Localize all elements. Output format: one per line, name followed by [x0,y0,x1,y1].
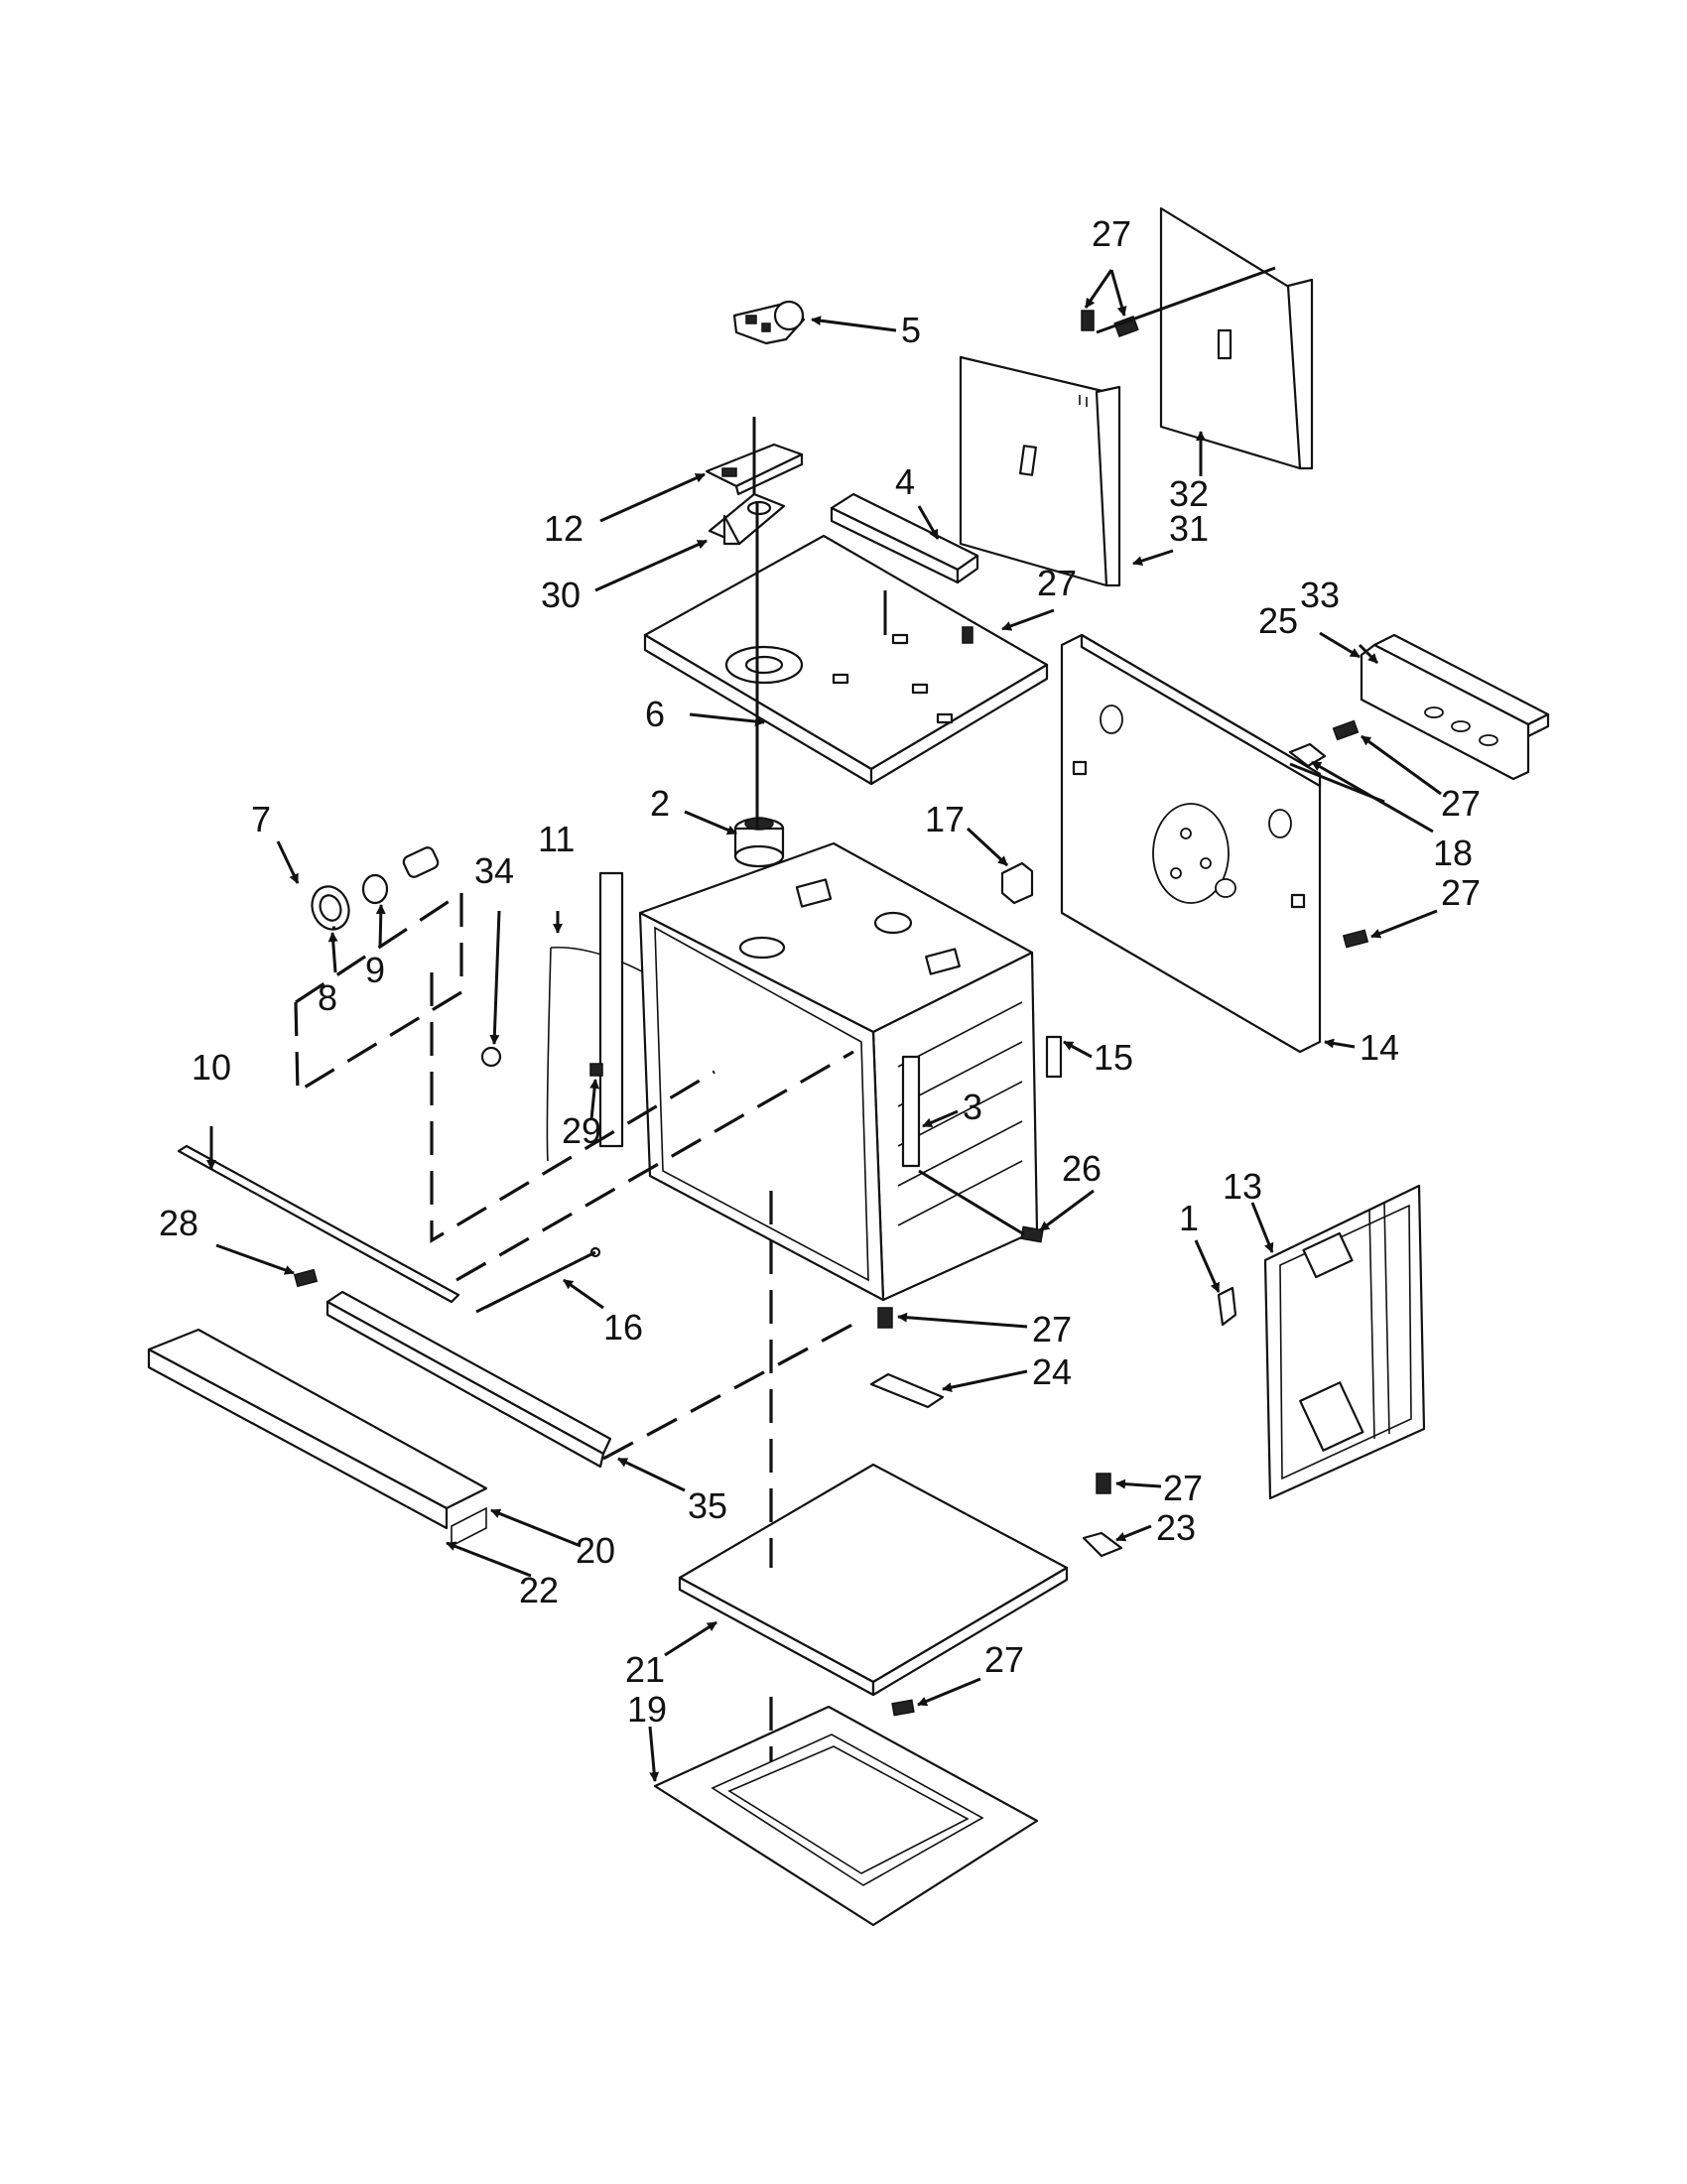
part-2-blower-motor [733,817,785,868]
oven-cavity [598,841,1039,1302]
part-19-bottom-pan [653,1705,1039,1927]
callout-16: 16 [603,1307,643,1348]
callout-26: 26 [1062,1148,1102,1189]
callout-1: 1 [1179,1198,1199,1238]
callout-27: 27 [1092,213,1131,254]
part-23-bracket [1082,1531,1123,1558]
part-3-side-bracket [901,1055,921,1168]
part-34-grommet [480,1046,502,1068]
part-15-hinge [1045,1035,1063,1079]
part-27-screw-lower-right [1096,1473,1111,1494]
callout-33: 33 [1300,575,1340,615]
part-31-rear-shield [959,355,1121,587]
callout-leaders [206,269,1442,1782]
callout-17: 17 [925,799,965,839]
callout-27: 27 [1441,783,1481,824]
callout-28: 28 [159,1203,198,1243]
callout-19: 19 [627,1689,667,1730]
callout-32: 32 [1169,473,1209,514]
callout-27: 27 [1163,1468,1203,1508]
callout-3: 3 [963,1087,982,1127]
part-20-vent-trim [147,1328,488,1530]
callout-11: 11 [538,819,575,859]
callout-30: 30 [541,575,581,615]
callout-7: 7 [251,799,271,839]
part-27-screw-top [1081,310,1139,337]
part-7-light-assembly [311,846,440,931]
callout-34: 34 [474,850,514,891]
callout-labels: 27 5 4 12 32 31 30 27 33 25 6 27 18 2 17… [159,213,1481,1730]
part-25-bracket [1360,643,1530,781]
callout-6: 6 [645,694,665,734]
assembly-guide-lines [294,266,1385,1761]
callout-8: 8 [318,977,337,1018]
part-6-oven-top-plate [643,534,1049,786]
callout-35: 35 [688,1485,727,1526]
callout-31: 31 [1169,508,1209,549]
part-27-screw-right-1 [1332,719,1360,741]
part-27-screw-mid [877,1307,893,1329]
callout-2: 2 [650,783,670,824]
callout-13: 13 [1223,1166,1262,1207]
callout-12: 12 [544,508,584,549]
part-13-side-panel [1263,1184,1426,1500]
part-21-bottom-plate [678,1463,1069,1697]
callout-25: 25 [1258,600,1298,641]
part-28-screw [293,1268,319,1288]
part-14-rear-wall [1060,633,1322,1054]
callout-9: 9 [365,950,385,990]
part-5-control-relay [732,300,806,345]
part-30-blower-mount [708,492,786,546]
callout-24: 24 [1032,1351,1072,1392]
part-32-rear-panel [1159,206,1314,470]
callout-10: 10 [192,1047,231,1088]
callout-29: 29 [562,1110,601,1151]
part-22-trim-cover [451,1506,487,1548]
part-27-screw-bottom [891,1699,915,1717]
callout-18: 18 [1433,833,1473,873]
part-17-clip [1000,861,1034,905]
part-27-screw-right-2 [1342,929,1369,949]
callout-27: 27 [1441,872,1481,913]
callout-20: 20 [576,1530,615,1571]
part-35-vent-rail [325,1290,612,1469]
callout-23: 23 [1156,1507,1196,1548]
part-10-trim-strip [177,1144,460,1304]
part-24-bracket [869,1372,945,1409]
callout-27: 27 [984,1639,1024,1680]
callout-4: 4 [895,461,915,502]
callout-22: 22 [519,1570,559,1610]
part-4-channel-bracket [830,492,979,584]
callout-5: 5 [901,310,921,350]
callout-21: 21 [625,1649,665,1690]
callout-14: 14 [1360,1027,1399,1068]
callout-27: 27 [1037,563,1077,603]
part-1-clip [1217,1286,1237,1327]
callout-15: 15 [1094,1037,1133,1078]
part-29-screw [589,1063,603,1077]
callout-27: 27 [1032,1309,1072,1349]
